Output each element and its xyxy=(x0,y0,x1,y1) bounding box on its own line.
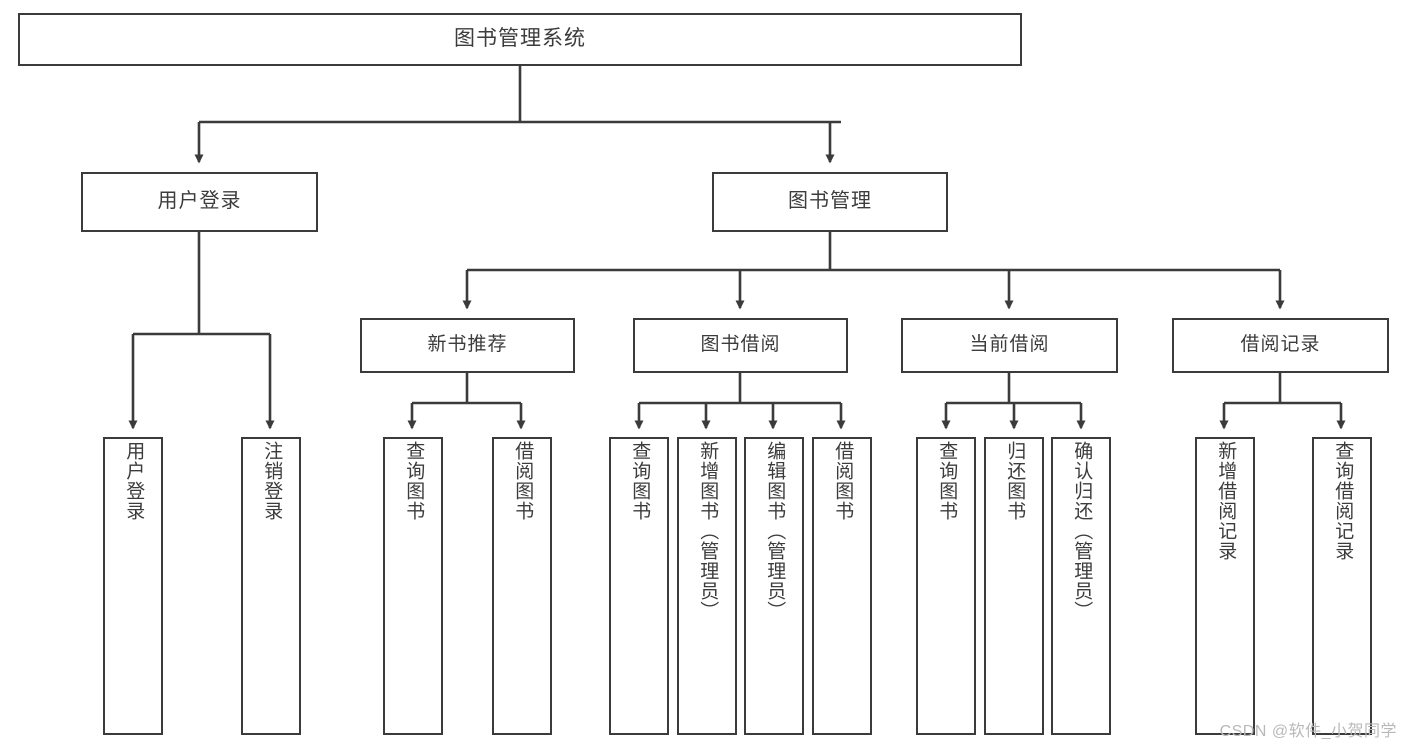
leaf-book-borrow-edit-label: 编辑图书（管理员） xyxy=(764,441,786,621)
leaf-book-borrow-add-label: 新增图书（管理员） xyxy=(697,441,719,621)
csdn-watermark: CSDN @软件_小贺同学 xyxy=(1219,723,1397,740)
leaf-user-login-logout-label: 注销登录 xyxy=(261,441,283,521)
node-user-login-label: 用户登录 xyxy=(157,190,242,213)
leaf-new-book-query-label: 查询图书 xyxy=(403,441,425,521)
node-current-borrow[interactable]: 当前借阅 xyxy=(901,318,1118,373)
leaf-current-borrow-return[interactable]: 归还图书 xyxy=(984,437,1044,735)
leaf-current-borrow-query-label: 查询图书 xyxy=(936,441,958,521)
leaf-new-book-borrow[interactable]: 借阅图书 xyxy=(492,437,552,735)
leaf-book-borrow-query-label: 查询图书 xyxy=(629,441,651,521)
node-borrow-record-label: 借阅记录 xyxy=(1240,334,1321,356)
node-book-management-label: 图书管理 xyxy=(788,190,872,213)
leaf-book-borrow-edit[interactable]: 编辑图书（管理员） xyxy=(744,437,804,735)
leaf-current-borrow-confirm-return[interactable]: 确认归还（管理员） xyxy=(1051,437,1111,735)
leaf-new-book-borrow-label: 借阅图书 xyxy=(512,441,534,521)
node-borrow-record[interactable]: 借阅记录 xyxy=(1172,318,1389,373)
leaf-borrow-record-query-label: 查询借阅记录 xyxy=(1332,441,1354,561)
node-new-book-recommend[interactable]: 新书推荐 xyxy=(360,318,575,373)
node-user-login[interactable]: 用户登录 xyxy=(81,172,318,232)
node-book-borrow-label: 图书借阅 xyxy=(700,334,781,356)
leaf-new-book-query[interactable]: 查询图书 xyxy=(383,437,443,735)
leaf-borrow-record-query[interactable]: 查询借阅记录 xyxy=(1312,437,1372,735)
node-new-book-recommend-label: 新书推荐 xyxy=(427,334,508,356)
leaf-current-borrow-query[interactable]: 查询图书 xyxy=(916,437,976,735)
leaf-user-login-login-label: 用户登录 xyxy=(123,441,145,521)
leaf-book-borrow-borrow[interactable]: 借阅图书 xyxy=(812,437,872,735)
leaf-user-login-login[interactable]: 用户登录 xyxy=(103,437,163,735)
node-root-system[interactable]: 图书管理系统 xyxy=(18,13,1022,66)
node-root-label: 图书管理系统 xyxy=(454,27,586,51)
leaf-current-borrow-confirm-return-label: 确认归还（管理员） xyxy=(1071,441,1093,621)
node-book-borrow[interactable]: 图书借阅 xyxy=(633,318,848,373)
node-current-borrow-label: 当前借阅 xyxy=(969,334,1050,356)
leaf-borrow-record-add-label: 新增借阅记录 xyxy=(1215,441,1237,561)
leaf-book-borrow-borrow-label: 借阅图书 xyxy=(832,441,854,521)
node-book-management[interactable]: 图书管理 xyxy=(712,172,948,232)
leaf-user-login-logout[interactable]: 注销登录 xyxy=(241,437,301,735)
leaf-current-borrow-return-label: 归还图书 xyxy=(1004,441,1026,521)
leaf-book-borrow-query[interactable]: 查询图书 xyxy=(609,437,669,735)
leaf-book-borrow-add[interactable]: 新增图书（管理员） xyxy=(677,437,737,735)
leaf-borrow-record-add[interactable]: 新增借阅记录 xyxy=(1195,437,1255,735)
